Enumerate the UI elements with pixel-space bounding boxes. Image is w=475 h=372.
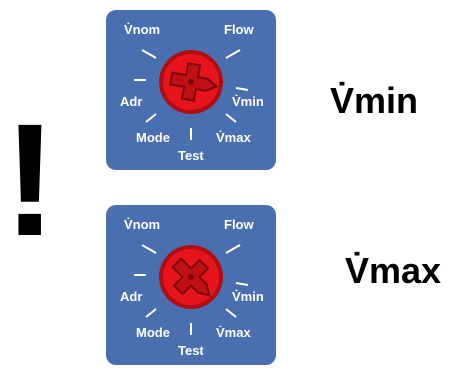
selector-panel-top: V̇nom Flow Adr V̇min Mode V̇max Test [106,10,276,170]
tick-marks [134,244,249,335]
label-vnom: V̇nom [124,217,161,232]
label-test: Test [178,343,204,358]
knob-pointer-icon [169,62,219,102]
label-flow: Flow [224,217,254,232]
label-vmax: V̇max [216,130,251,145]
label-vmin: V̇min [232,94,264,109]
label-mode: Mode [136,130,170,145]
selected-state-bottom: V̇max [345,250,442,291]
selector-panel-bottom: V̇nom Flow Adr V̇min Mode V̇max Test [106,205,276,365]
warning-exclamation: ! [3,90,57,269]
label-vmax: V̇max [216,325,251,340]
knob-pointer-icon [171,257,211,297]
label-test: Test [178,148,204,163]
selected-state-top: V̇min [330,80,419,121]
label-adr: Adr [120,94,143,109]
rotary-knob[interactable] [106,10,276,170]
rotary-knob[interactable] [106,205,276,365]
label-adr: Adr [120,289,143,304]
label-vmin: V̇min [232,289,264,304]
label-flow: Flow [224,22,254,37]
tick-marks [134,49,249,140]
label-mode: Mode [136,325,170,340]
label-vnom: V̇nom [124,22,161,37]
